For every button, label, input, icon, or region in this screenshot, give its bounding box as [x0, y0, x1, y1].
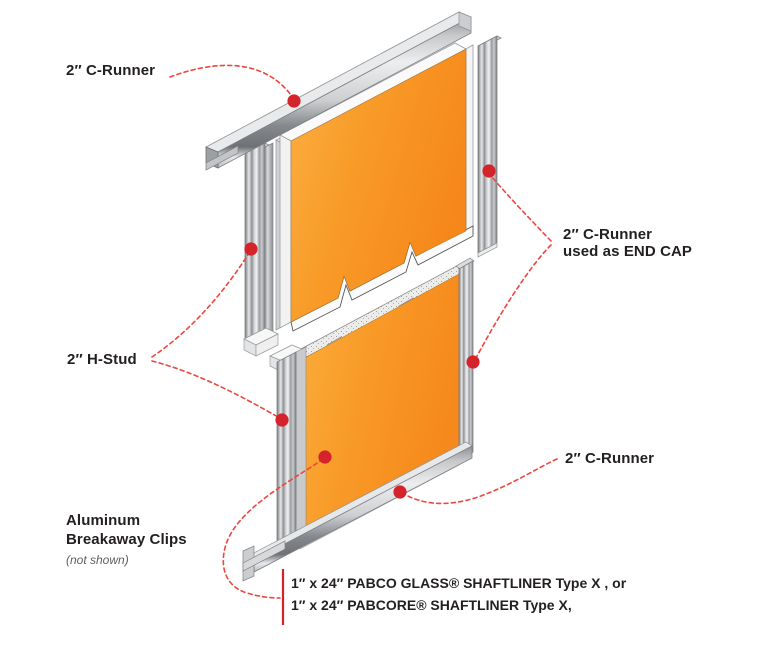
leader-shaftliner: [222, 458, 324, 599]
marker-dot: [466, 355, 480, 369]
leader-endcap-lower: [475, 244, 552, 359]
label-bottom-c-runner: 2″ C-Runner: [565, 450, 654, 467]
label-h-stud-text: 2″ H-Stud: [67, 351, 137, 368]
label-end-cap: 2″ C-Runner used as END CAP: [563, 226, 692, 260]
label-breakaway-clips: Aluminum Breakaway Clips (not shown): [66, 511, 187, 570]
label-bottom-c-runner-text: 2″ C-Runner: [565, 450, 655, 467]
leader-top-c-runner: [169, 64, 292, 96]
upper-shaftliner-panel: [275, 42, 474, 332]
end-cap-c-runner: [477, 35, 502, 258]
marker-dots: [244, 94, 496, 499]
upper-panel-face: [290, 48, 467, 323]
marker-dot: [393, 485, 407, 499]
marker-dot: [244, 242, 258, 256]
label-clips-line1: Aluminum: [66, 512, 141, 529]
marker-dot: [482, 164, 496, 178]
lower-end-cap: [458, 260, 474, 462]
label-end-cap-line2: used as END CAP: [563, 243, 693, 260]
lower-h-stud: [268, 344, 307, 554]
top-c-runner: [205, 11, 472, 171]
label-top-c-runner: 2″ C-Runner: [66, 62, 155, 79]
marker-dot: [287, 94, 301, 108]
leader-hstud-upper: [151, 252, 250, 358]
label-clips-line2: Breakaway Clips: [66, 531, 187, 548]
marker-dot: [275, 413, 289, 427]
leader-lines: [151, 64, 558, 625]
label-clips-note: (not shown): [66, 553, 129, 567]
label-end-cap-line1: 2″ C-Runner: [563, 226, 653, 243]
leader-endcap-upper: [491, 176, 552, 242]
label-shaftliner-line1: 1″ x 24″ PABCO GLASS® SHAFTLINER Type X …: [291, 575, 627, 591]
leader-hstud-lower: [151, 360, 279, 418]
label-h-stud: 2″ H-Stud: [67, 351, 137, 368]
label-shaftliner: 1″ x 24″ PABCO GLASS® SHAFTLINER Type X …: [291, 572, 626, 616]
marker-dot: [318, 450, 332, 464]
bottom-c-runner: [242, 441, 473, 582]
leader-bottom-c-runner: [403, 458, 558, 505]
label-top-c-runner-text: 2″ C-Runner: [66, 62, 156, 79]
label-shaftliner-line2: 1″ x 24″ PABCORE® SHAFTLINER Type X,: [291, 597, 572, 613]
